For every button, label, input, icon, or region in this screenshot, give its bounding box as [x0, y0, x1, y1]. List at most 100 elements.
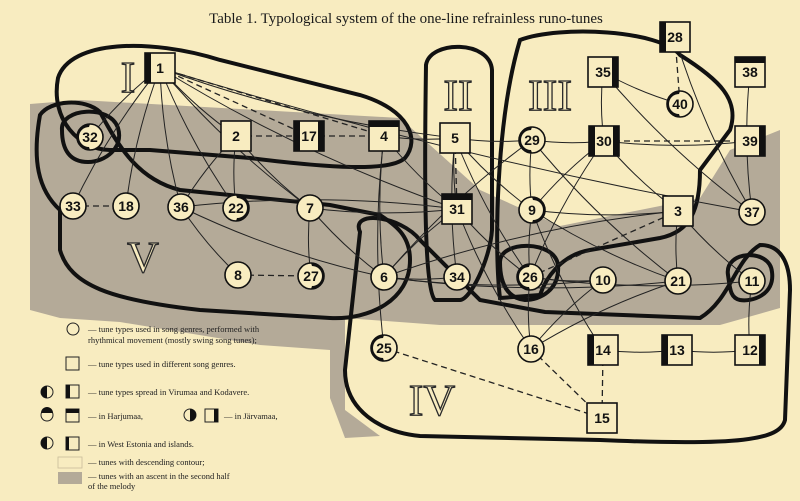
- group-11-loop: [725, 253, 775, 303]
- node-mark: [612, 57, 618, 87]
- node-38: 38: [734, 56, 766, 88]
- edge-1-17: [159, 67, 310, 137]
- legend-dark-box: [58, 472, 82, 484]
- edge-1-22: [159, 67, 237, 209]
- node-label: 17: [301, 128, 317, 144]
- edge-1-4: [159, 67, 385, 137]
- legend-square-mark: [66, 437, 69, 450]
- group-label-v: V: [127, 233, 159, 282]
- group-ii-outline: [423, 44, 494, 302]
- node-28: 28: [659, 21, 691, 53]
- edge-21-16: [530, 280, 679, 350]
- node-17: 17: [293, 120, 325, 152]
- node-label: 2: [232, 128, 240, 144]
- node-15: 15: [586, 402, 618, 434]
- node-label: 26: [522, 269, 538, 285]
- group-label-ii: II: [443, 71, 472, 120]
- node-mark: [532, 197, 545, 223]
- node-label: 33: [65, 198, 81, 214]
- node-box: [220, 120, 252, 152]
- node-circle: [296, 194, 324, 222]
- group-labels: I II III IV V: [120, 52, 573, 425]
- node-34: 34: [443, 263, 471, 291]
- node-label: 31: [449, 201, 465, 217]
- node-35: 35: [587, 56, 619, 88]
- node-27: 27: [297, 262, 325, 290]
- node-label: 28: [667, 29, 683, 45]
- node-29: 29: [518, 126, 546, 154]
- edge-4-25: [377, 135, 385, 349]
- node-label: 1: [156, 60, 164, 76]
- node-mark: [442, 194, 472, 200]
- legend-item-ascent: — tunes with an ascent in the second hal…: [58, 471, 230, 491]
- legend-item-west-estonia: — in West Estonia and islands.: [40, 436, 194, 451]
- node-label: 16: [523, 341, 539, 357]
- edge-26-3: [529, 210, 679, 278]
- legend-circle-symbol: [66, 322, 80, 336]
- node-circle: [112, 192, 140, 220]
- legend-text: of the melody: [88, 481, 136, 491]
- node-22: 22: [222, 194, 250, 222]
- group-label-iii: III: [528, 71, 572, 120]
- legend-item-circle: — tune types used in song genres, perfor…: [66, 322, 260, 345]
- node-11: 11: [738, 267, 766, 295]
- node-31: 31: [441, 193, 473, 225]
- node-label: 34: [449, 269, 465, 285]
- node-7: 7: [296, 194, 324, 222]
- node-mark: [660, 22, 666, 52]
- node-mark: [294, 121, 300, 151]
- node-label: 36: [173, 199, 189, 215]
- node-label: 38: [742, 64, 758, 80]
- node-mark: [759, 335, 765, 365]
- node-9: 9: [518, 196, 546, 224]
- node-circle: [59, 192, 87, 220]
- node-circle: [664, 267, 692, 295]
- legend-square-mark: [66, 385, 70, 398]
- legend-text: — in Harjumaa,: [87, 411, 143, 421]
- legend-square-mark: [66, 409, 79, 413]
- diagram-title: Table 1. Typological system of the one-l…: [209, 11, 603, 27]
- node-box: [439, 122, 471, 154]
- group-label-i: I: [121, 53, 136, 102]
- legend-text: — in Järvamaa,: [223, 411, 278, 421]
- edge-5-26: [454, 137, 531, 278]
- node-1: 1: [144, 52, 176, 84]
- node-21: 21: [664, 267, 692, 295]
- node-12: 12: [734, 334, 766, 366]
- node-label: 10: [595, 272, 611, 288]
- node-mark: [667, 91, 680, 117]
- node-mark: [613, 126, 619, 156]
- node-mark: [662, 335, 668, 365]
- node-mark: [318, 121, 324, 151]
- node-mark: [589, 126, 595, 156]
- node-36: 36: [167, 193, 195, 221]
- node-box: [586, 402, 618, 434]
- node-mark: [371, 335, 384, 361]
- node-33: 33: [59, 192, 87, 220]
- node-label: 37: [744, 204, 760, 220]
- node-30: 30: [588, 125, 620, 157]
- edge-26-11: [529, 276, 753, 287]
- node-mark: [517, 264, 530, 290]
- edge-35-37: [602, 71, 753, 213]
- node-37: 37: [738, 198, 766, 226]
- node-label: 13: [669, 342, 685, 358]
- node-39: 39: [734, 125, 766, 157]
- node-25: 25: [370, 334, 398, 362]
- node-mark: [735, 57, 765, 63]
- legend-square-symbol: [65, 356, 80, 371]
- node-circle: [370, 263, 398, 291]
- legend-circle-mark: [41, 437, 47, 449]
- node-label: 29: [524, 132, 540, 148]
- node-mark: [519, 127, 532, 153]
- node-label: 40: [672, 96, 688, 112]
- node-2: 2: [220, 120, 252, 152]
- node-circle: [224, 261, 252, 289]
- legend-text: — tune types spread in Virumaa and Kodav…: [87, 387, 249, 397]
- node-label: 22: [228, 200, 244, 216]
- node-label: 32: [82, 129, 98, 145]
- node-circle: [738, 198, 766, 226]
- node-mark: [588, 335, 594, 365]
